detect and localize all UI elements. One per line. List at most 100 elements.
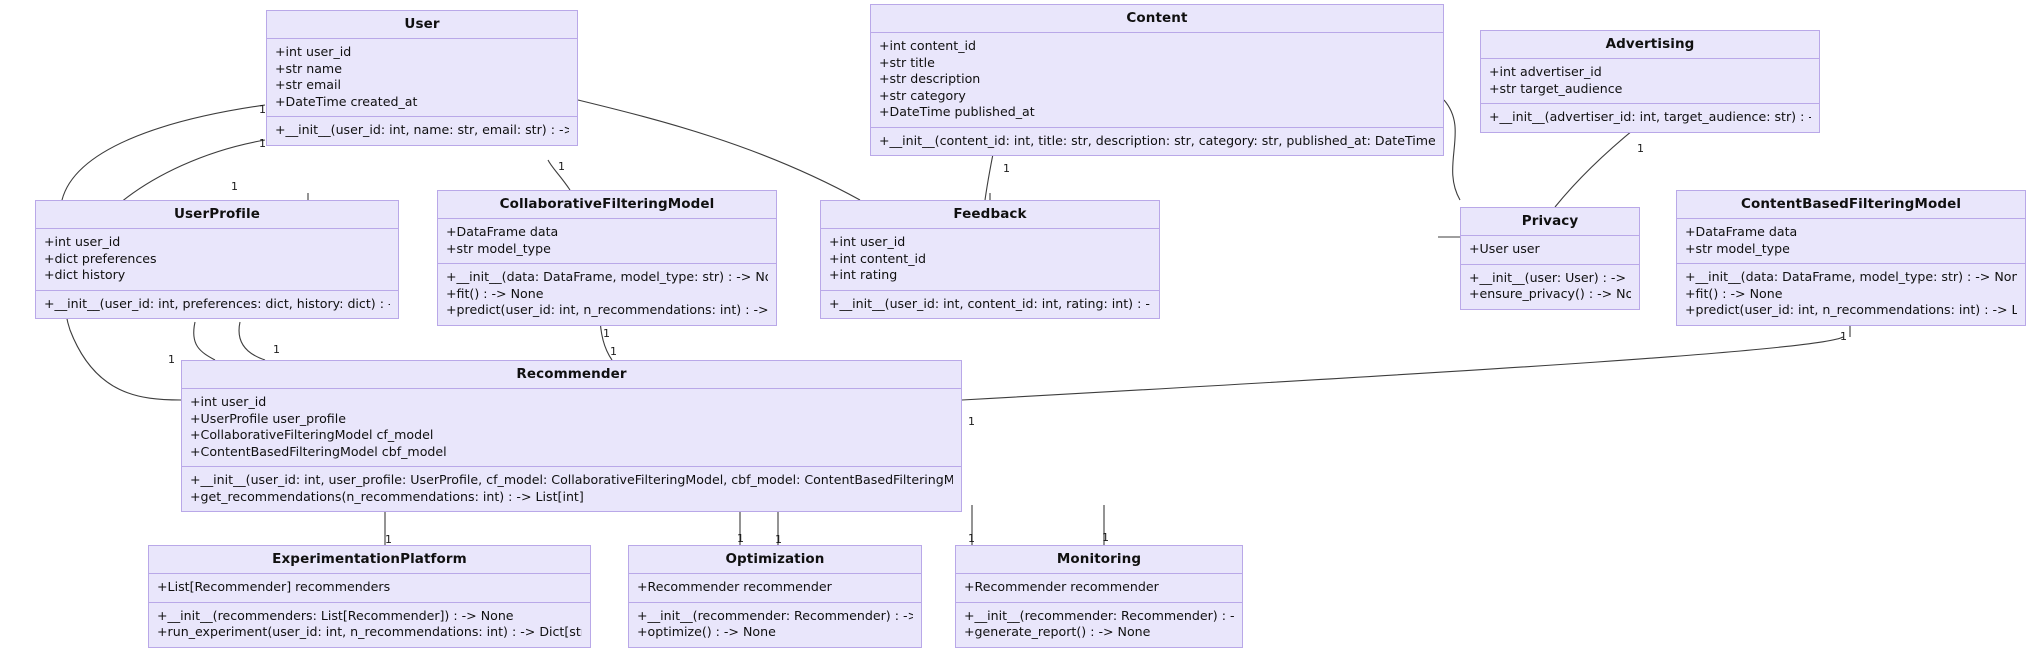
uml-class-methods: +__init__(recommenders: List[Recommender… — [149, 602, 590, 647]
multiplicity-label: 1 — [231, 180, 238, 193]
uml-method: +run_experiment(user_id: int, n_recommen… — [157, 624, 582, 639]
multiplicity-label: 1 — [775, 533, 782, 546]
multiplicity-label: 1 — [1840, 330, 1847, 343]
multiplicity-label: 1 — [273, 343, 280, 356]
uml-attribute: +str category — [879, 87, 966, 103]
uml-method: +optimize() : -> None — [637, 624, 776, 639]
uml-class-title: ExperimentationPlatform — [149, 546, 590, 574]
uml-class-methods: +__init__(user_id: int, content_id: int,… — [821, 290, 1159, 318]
uml-class-user[interactable]: User+int user_id+str name+str email+Date… — [266, 10, 578, 146]
uml-attribute: +dict preferences — [44, 250, 157, 266]
uml-class-title: Monitoring — [956, 546, 1242, 574]
uml-method: +get_recommendations(n_recommendations: … — [190, 488, 584, 504]
uml-attribute: +str target_audience — [1489, 80, 1623, 96]
uml-class-userprofile[interactable]: UserProfile+int user_id+dict preferences… — [35, 200, 399, 319]
uml-attribute: +int content_id — [879, 38, 976, 53]
uml-attribute: +str model_type — [446, 240, 551, 256]
uml-class-methods: +__init__(user_id: int, name: str, email… — [267, 117, 577, 145]
uml-class-attributes: +Recommender recommender — [629, 574, 921, 603]
uml-class-recommender[interactable]: Recommender +int user_id+UserProfile user… — [181, 360, 962, 512]
uml-class-monitoring[interactable]: Monitoring+Recommender recommender+__ini… — [955, 545, 1243, 648]
uml-class-advertising[interactable]: Advertising +int advertiser_id+str target… — [1480, 30, 1820, 133]
uml-class-methods: +__init__(user_id: int, user_profile: Us… — [182, 467, 961, 511]
multiplicity-label: 1 — [968, 532, 975, 545]
uml-class-feedback[interactable]: Feedback+int user_id+int content_id+int … — [820, 200, 1160, 319]
uml-method: +__init__(user_id: int, name: str, email… — [275, 122, 569, 137]
uml-method: +__init__(data: DataFrame, model_type: s… — [1685, 269, 2017, 284]
uml-class-content[interactable]: Content+int content_id+str title+str des… — [870, 4, 1444, 156]
multiplicity-label: 1 — [737, 532, 744, 545]
uml-attribute: +str email — [275, 77, 341, 92]
uml-attribute: +Recommender recommender — [637, 579, 832, 594]
uml-attribute: +int rating — [829, 267, 898, 282]
uml-class-attributes: +int content_id+str title+str descriptio… — [871, 33, 1443, 128]
multiplicity-label: 1 — [385, 533, 392, 546]
uml-method: +__init__(user_id: int, user_profile: Us… — [190, 472, 953, 487]
uml-attribute: +int user_id — [190, 394, 267, 409]
uml-attribute: +DateTime created_at — [275, 93, 418, 109]
uml-class-experimentation[interactable]: ExperimentationPlatform +List[Recommender… — [148, 545, 591, 648]
uml-class-title: Privacy — [1461, 208, 1639, 236]
uml-class-methods: +__init__(user_id: int, preferences: dic… — [36, 290, 398, 318]
uml-class-title: UserProfile — [36, 201, 398, 229]
uml-attribute: +UserProfile user_profile — [190, 410, 346, 426]
uml-class-title: CollaborativeFilteringModel — [438, 191, 776, 219]
multiplicity-label: 1 — [259, 137, 266, 150]
multiplicity-label: 1 — [610, 345, 617, 358]
uml-class-cbfmodel[interactable]: ContentBasedFilteringModel+DataFrame dat… — [1676, 190, 2026, 326]
uml-class-title: ContentBasedFilteringModel — [1677, 191, 2025, 219]
edge-userprofile-recommender-2 — [193, 321, 216, 361]
uml-class-attributes: +DataFrame data+str model_type — [1677, 219, 2025, 264]
multiplicity-label: 1 — [1003, 162, 1010, 175]
multiplicity-label: 1 — [968, 415, 975, 428]
uml-attribute: +str description — [879, 71, 981, 86]
uml-attribute: +int user_id — [44, 234, 121, 249]
uml-class-attributes: +int user_id+str name+str email+DateTime… — [267, 39, 577, 117]
uml-class-attributes: +int user_id+int content_id+int rating — [821, 229, 1159, 291]
uml-attribute: +ContentBasedFilteringModel cbf_model — [190, 443, 447, 459]
uml-attribute: +int content_id — [829, 250, 926, 266]
uml-method: +__init__(user_id: int, content_id: int,… — [829, 295, 1151, 311]
uml-method: +predict(user_id: int, n_recommendations… — [446, 302, 768, 317]
uml-method: +predict(user_id: int, n_recommendations… — [1685, 302, 2017, 317]
uml-class-cfmodel[interactable]: CollaborativeFilteringModel +DataFrame da… — [437, 190, 777, 326]
uml-method: +__init__(data: DataFrame, model_type: s… — [446, 269, 768, 284]
uml-class-attributes: +Recommender recommender — [956, 574, 1242, 603]
uml-class-methods: +__init__(data: DataFrame, model_type: s… — [438, 264, 776, 325]
uml-attribute: +Recommender recommender — [964, 579, 1159, 594]
uml-class-title: User — [267, 11, 577, 39]
uml-attribute: +List[Recommender] recommenders — [157, 579, 391, 594]
uml-method: +generate_report() : -> None — [964, 624, 1151, 639]
uml-method: +__init__(recommender: Recommender) : ->… — [637, 607, 913, 623]
uml-class-title: Recommender — [182, 361, 961, 389]
uml-class-attributes: +int user_id+dict preferences+dict histo… — [36, 229, 398, 291]
uml-class-title: Feedback — [821, 201, 1159, 229]
uml-attribute: +DataFrame data — [446, 224, 559, 239]
uml-attribute: +str name — [275, 60, 342, 76]
uml-class-methods: +__init__(advertiser_id: int, target_aud… — [1481, 104, 1819, 132]
uml-attribute: +int advertiser_id — [1489, 64, 1602, 79]
uml-method: +ensure_privacy() : -> None — [1469, 286, 1631, 301]
uml-method: +__init__(content_id: int, title: str, d… — [879, 132, 1435, 148]
uml-class-methods: +__init__(content_id: int, title: str, d… — [871, 127, 1443, 155]
multiplicity-label: 1 — [558, 160, 565, 173]
uml-class-title: Content — [871, 5, 1443, 33]
multiplicity-label: 1 — [1102, 531, 1109, 544]
uml-class-title: Optimization — [629, 546, 921, 574]
edge-userprofile-recommender — [238, 321, 266, 361]
multiplicity-label: 1 — [168, 353, 175, 366]
edge-content-privacy — [1443, 99, 1461, 201]
uml-method: +fit() : -> None — [446, 285, 544, 301]
uml-class-attributes: +List[Recommender] recommenders — [149, 574, 590, 603]
uml-class-title: Advertising — [1481, 31, 1819, 59]
uml-attribute: +CollaborativeFilteringModel cf_model — [190, 427, 434, 442]
uml-class-privacy[interactable]: Privacy+User user+__init__(user: User) :… — [1460, 207, 1640, 310]
uml-class-methods: +__init__(data: DataFrame, model_type: s… — [1677, 264, 2025, 325]
uml-class-optimization[interactable]: Optimization +Recommender recommender +__i… — [628, 545, 922, 648]
uml-attribute: +DateTime published_at — [879, 104, 1035, 119]
edge-cbfmodel-recommender — [961, 336, 1844, 401]
uml-class-methods: +__init__(recommender: Recommender) : ->… — [629, 602, 921, 647]
uml-method: +__init__(advertiser_id: int, target_aud… — [1489, 109, 1811, 124]
uml-method: +__init__(user: User) : -> None — [1469, 269, 1631, 285]
